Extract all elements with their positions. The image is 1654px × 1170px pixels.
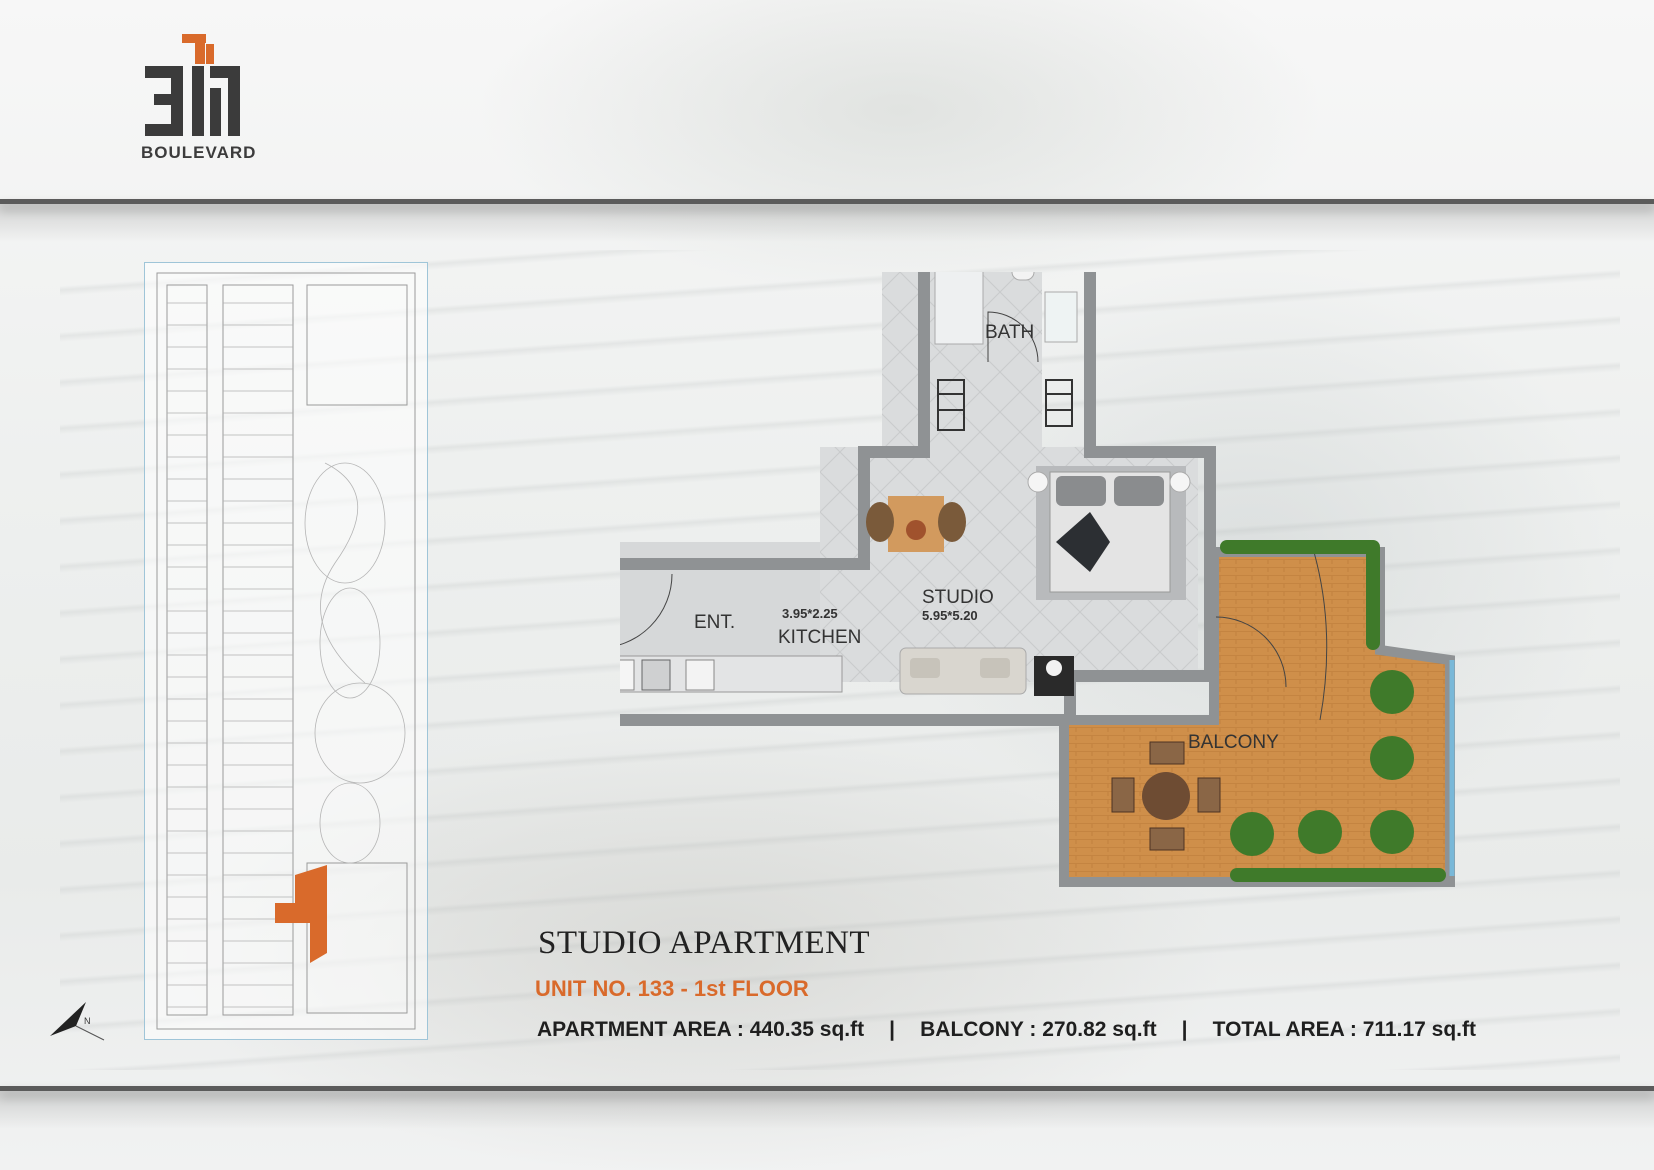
entrance-label: ENT. <box>694 612 735 633</box>
kitchen-dimensions: 3.95*2.25 <box>782 606 838 621</box>
unit-number: UNIT NO. 133 - 1st FLOOR <box>535 976 809 1001</box>
dining-set <box>866 496 966 552</box>
balcony-dining-set <box>1111 741 1221 851</box>
planters <box>1220 540 1446 882</box>
unit-floor-plan: BATH ENT. 3.95*2.25 K <box>620 272 1455 887</box>
unit-highlight <box>275 865 327 963</box>
entrance-door <box>620 573 673 646</box>
wardrobes <box>937 379 1073 431</box>
page-title: STUDIO APARTMENT <box>538 925 871 961</box>
kitchen-counter <box>620 655 843 693</box>
apartment-area: APARTMENT AREA : 440.35 sq.ft <box>537 1018 865 1041</box>
studio-label: STUDIO <box>922 587 994 608</box>
sofa <box>899 647 1074 696</box>
kitchen-label: KITCHEN <box>778 627 861 648</box>
balcony-area: BALCONY : 270.82 sq.ft <box>920 1018 1157 1041</box>
key-plan <box>144 262 428 1040</box>
svg-text:N: N <box>84 1016 91 1026</box>
total-area: TOTAL AREA : 711.17 sq.ft <box>1212 1018 1476 1041</box>
area-summary: APARTMENT AREA : 440.35 sq.ft | BALCONY : … <box>537 1018 1476 1042</box>
bath-label: BATH <box>985 322 1034 343</box>
311-logo <box>145 34 240 136</box>
top-divider-shadow <box>0 204 1654 242</box>
area-separator: | <box>1181 1018 1188 1041</box>
top-divider <box>0 199 1654 204</box>
north-arrow-icon: N <box>50 1002 105 1041</box>
balcony-label: BALCONY <box>1188 732 1279 753</box>
studio-dimensions: 5.95*5.20 <box>922 608 978 623</box>
brand-wordmark: BOULEVARD <box>141 143 257 162</box>
bottom-divider-shadow <box>0 1091 1654 1129</box>
bottom-divider <box>0 1086 1654 1091</box>
bath-fixtures <box>934 272 1078 363</box>
area-separator: | <box>889 1018 896 1041</box>
bed <box>1027 466 1191 600</box>
